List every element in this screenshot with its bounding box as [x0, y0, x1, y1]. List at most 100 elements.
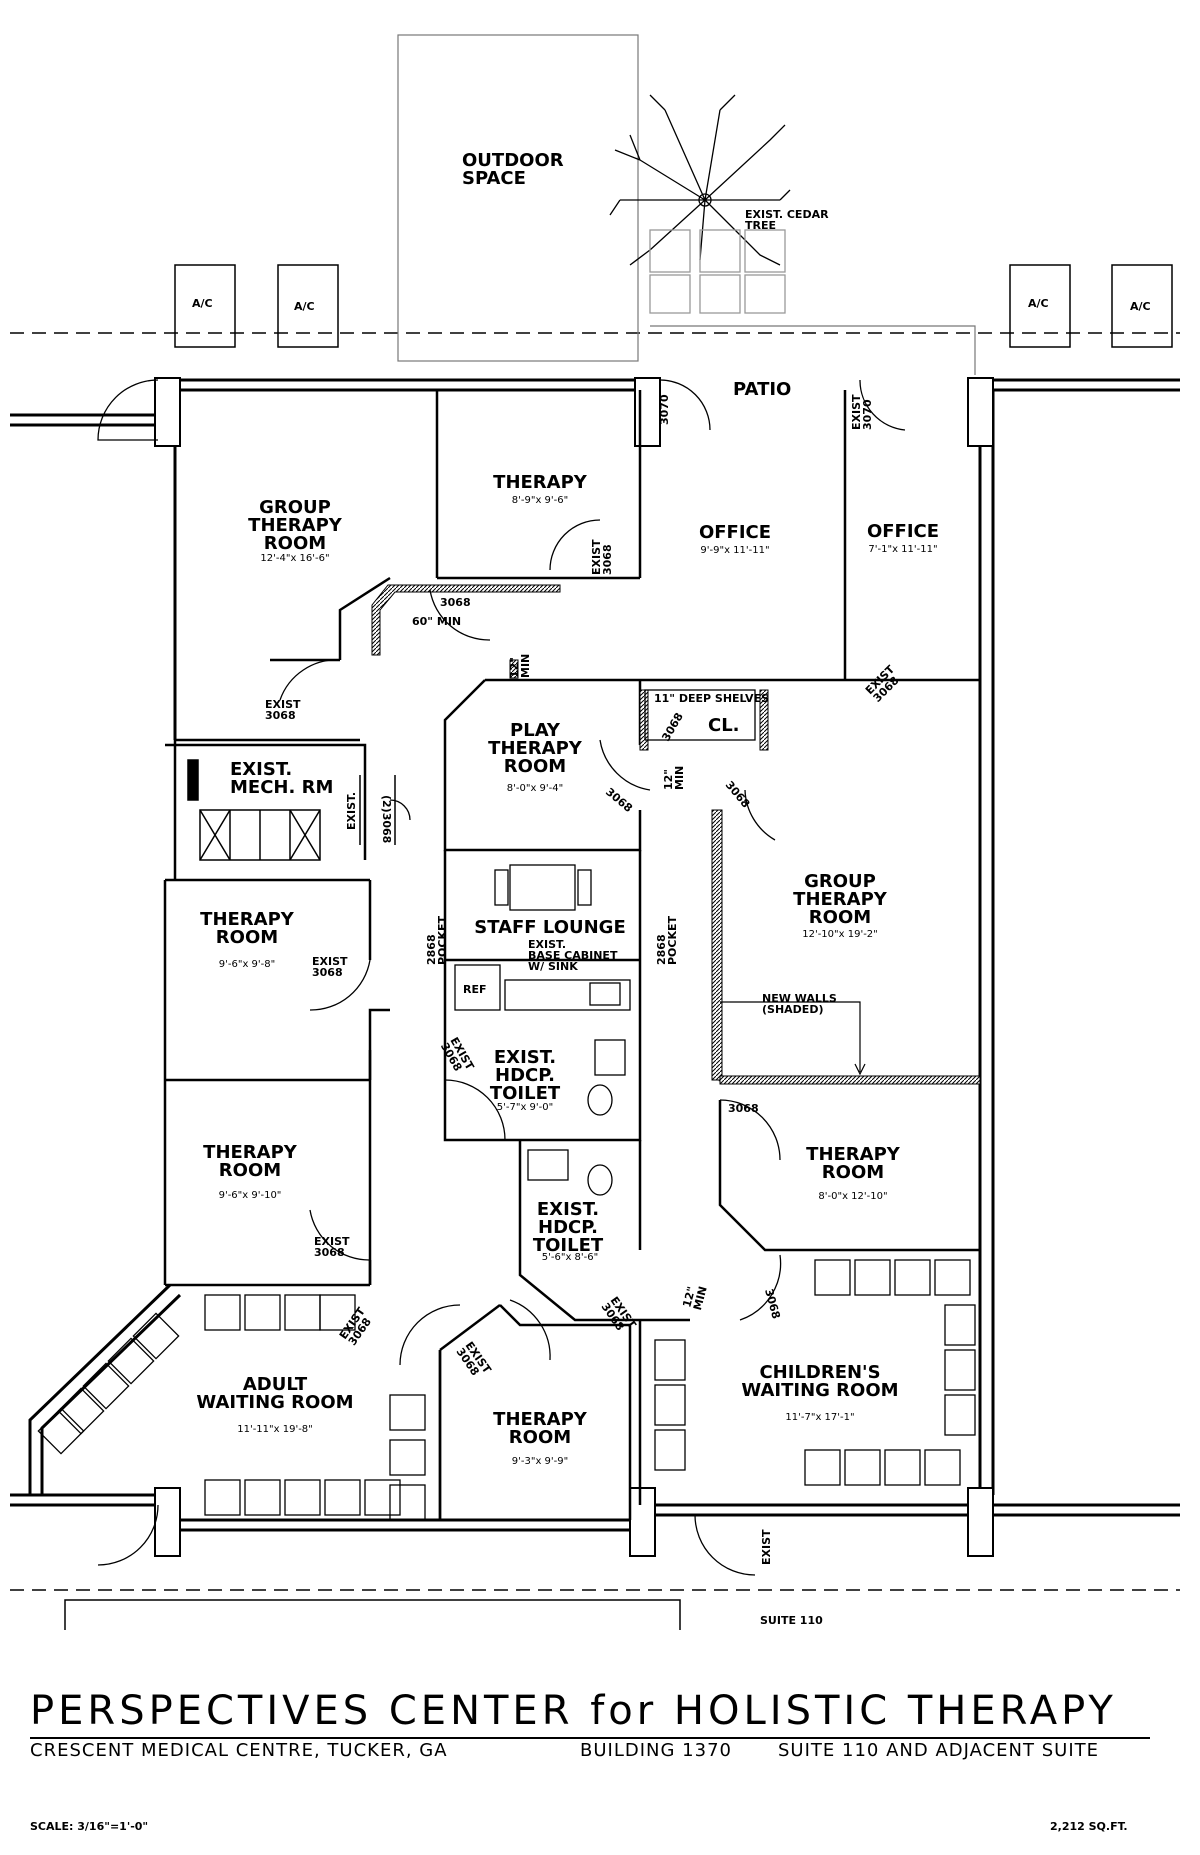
adult-waiting-dim: 11'-11"x 19'-8" [237, 1424, 313, 1435]
title-rule [30, 1737, 1150, 1739]
twelve-min-label-2: 12"MIN [662, 766, 686, 790]
ac-label-2: A/C [294, 300, 315, 313]
twelve-min-label-3: 12"MIN [680, 1282, 709, 1312]
toilet-2-label: EXIST.HDCP.TOILET [533, 1199, 604, 1256]
text-line: 12" [680, 1285, 698, 1309]
text-line: GROUP [259, 497, 331, 518]
text-line: ROOM [219, 1160, 281, 1181]
office-1-dim: 9'-9"x 11'-11" [700, 545, 769, 556]
door-exist-3068-office2-label: EXIST3068 [863, 662, 905, 704]
area-text: 2,212 SQ.FT. [1050, 1820, 1128, 1833]
door-3070-label: 3070 [658, 394, 671, 425]
text-line: EXIST [314, 1235, 350, 1248]
furniture [37, 689, 976, 1521]
text-line: WAITING ROOM [196, 1392, 353, 1413]
text-line: POCKET [666, 915, 679, 965]
text-line: THERAPY [488, 738, 583, 759]
text-line: HDCP. [538, 1217, 598, 1238]
door-exist-3070-label: EXIST3070 [850, 394, 874, 430]
cedar-tree-icon [609, 94, 791, 314]
text-line: EXIST [590, 539, 603, 575]
door-exist-children-label: EXIST [760, 1529, 773, 1565]
text-line: POCKET [436, 915, 449, 965]
door-3068-exist-adult-label: EXIST3068 [337, 1305, 377, 1348]
text-line: ADULT [243, 1374, 308, 1395]
door-3068-exist-toilet1-label: EXIST3068 [438, 1035, 477, 1078]
text-line: MIN [673, 766, 686, 790]
group-therapy-1-dim: 12'-4"x 16'-6" [260, 553, 329, 564]
group-therapy-2-dim: 12'-10"x 19'-2" [802, 929, 878, 940]
text-line: 3068 [265, 709, 296, 722]
door-exist-3068-therapy-bottom-label: EXIST3068 [454, 1339, 494, 1382]
text-line: 12" [508, 657, 521, 678]
closet-label: CL. [708, 715, 740, 736]
text-line: EXIST [312, 955, 348, 968]
property-lines [10, 332, 1180, 1591]
children-waiting-dim: 11'-7"x 17'-1" [785, 1412, 854, 1423]
ac-label-4: A/C [1130, 300, 1151, 313]
suite-lines [64, 1599, 681, 1630]
text-line: TOILET [533, 1235, 604, 1256]
sixty-min-label: 60" MIN [412, 615, 461, 628]
shelves-label: 11" DEEP SHELVES [654, 692, 769, 705]
text-line: 3070 [861, 399, 874, 430]
text-line: EXIST [265, 698, 301, 711]
pocket-right-label: 2868POCKET [655, 915, 679, 965]
text-line: 12" [662, 769, 675, 790]
play-therapy-dim: 8'-0"x 9'-4" [507, 783, 563, 794]
location-text: CRESCENT MEDICAL CENTRE, TUCKER, GA [30, 1740, 448, 1761]
text-line: SPACE [462, 168, 526, 189]
text-line: 3068 [314, 1246, 345, 1259]
new-walls-shaded [371, 584, 981, 1085]
pocket-left-label: 2868POCKET [425, 915, 449, 965]
patio-label: PATIO [733, 379, 791, 400]
text-line: ROOM [504, 756, 566, 777]
text-line: NEW WALLS [762, 992, 837, 1005]
text-line: THERAPY [806, 1144, 901, 1165]
therapy-left-1-dim: 9'-6"x 9'-8" [219, 959, 275, 970]
text-line: EXIST. [230, 759, 292, 780]
mech-room-label: EXIST.MECH. RM [230, 759, 333, 798]
text-line: ROOM [216, 927, 278, 948]
text-line: (SHADED) [762, 1003, 823, 1016]
therapy-top-dim: 8'-9"x 9'-6" [512, 495, 568, 506]
new-walls-pointer [720, 1001, 866, 1076]
text-line: EXIST. [528, 938, 566, 951]
text-line: CHILDREN'S [759, 1362, 880, 1383]
ac-label-3: A/C [1028, 297, 1049, 310]
text-line: 2868 [425, 934, 438, 965]
text-line: THERAPY [248, 515, 343, 536]
office-1-label: OFFICE [699, 522, 771, 543]
door-exist-3068-toilet2-label: EXIST3068 [599, 1294, 639, 1337]
therapy-top-label: THERAPY [493, 472, 588, 493]
outdoor-space [397, 34, 976, 375]
text-line: GROUP [804, 871, 876, 892]
toilet-1-label: EXIST.HDCP.TOILET [490, 1047, 561, 1104]
suite-label: SUITE 110 [760, 1614, 823, 1627]
mech-doors-label: (2)3068 [380, 795, 393, 843]
therapy-right-dim: 8'-0"x 12'-10" [818, 1191, 887, 1202]
text-line: ROOM [509, 1427, 571, 1448]
door-swings [97, 379, 906, 1576]
mech-exist-label: EXIST. [345, 792, 358, 830]
suite-note-text: SUITE 110 AND ADJACENT SUITE [778, 1740, 1100, 1761]
mech-equipment [187, 759, 396, 861]
door-exist-3068-office-label: EXIST3068 [590, 539, 614, 575]
text-line: PLAY [510, 720, 561, 741]
text-line: TREE [745, 219, 776, 232]
ac-label-1: A/C [192, 297, 213, 310]
text-line: EXIST. CEDAR [745, 208, 829, 221]
text-line: 3068 [312, 966, 343, 979]
